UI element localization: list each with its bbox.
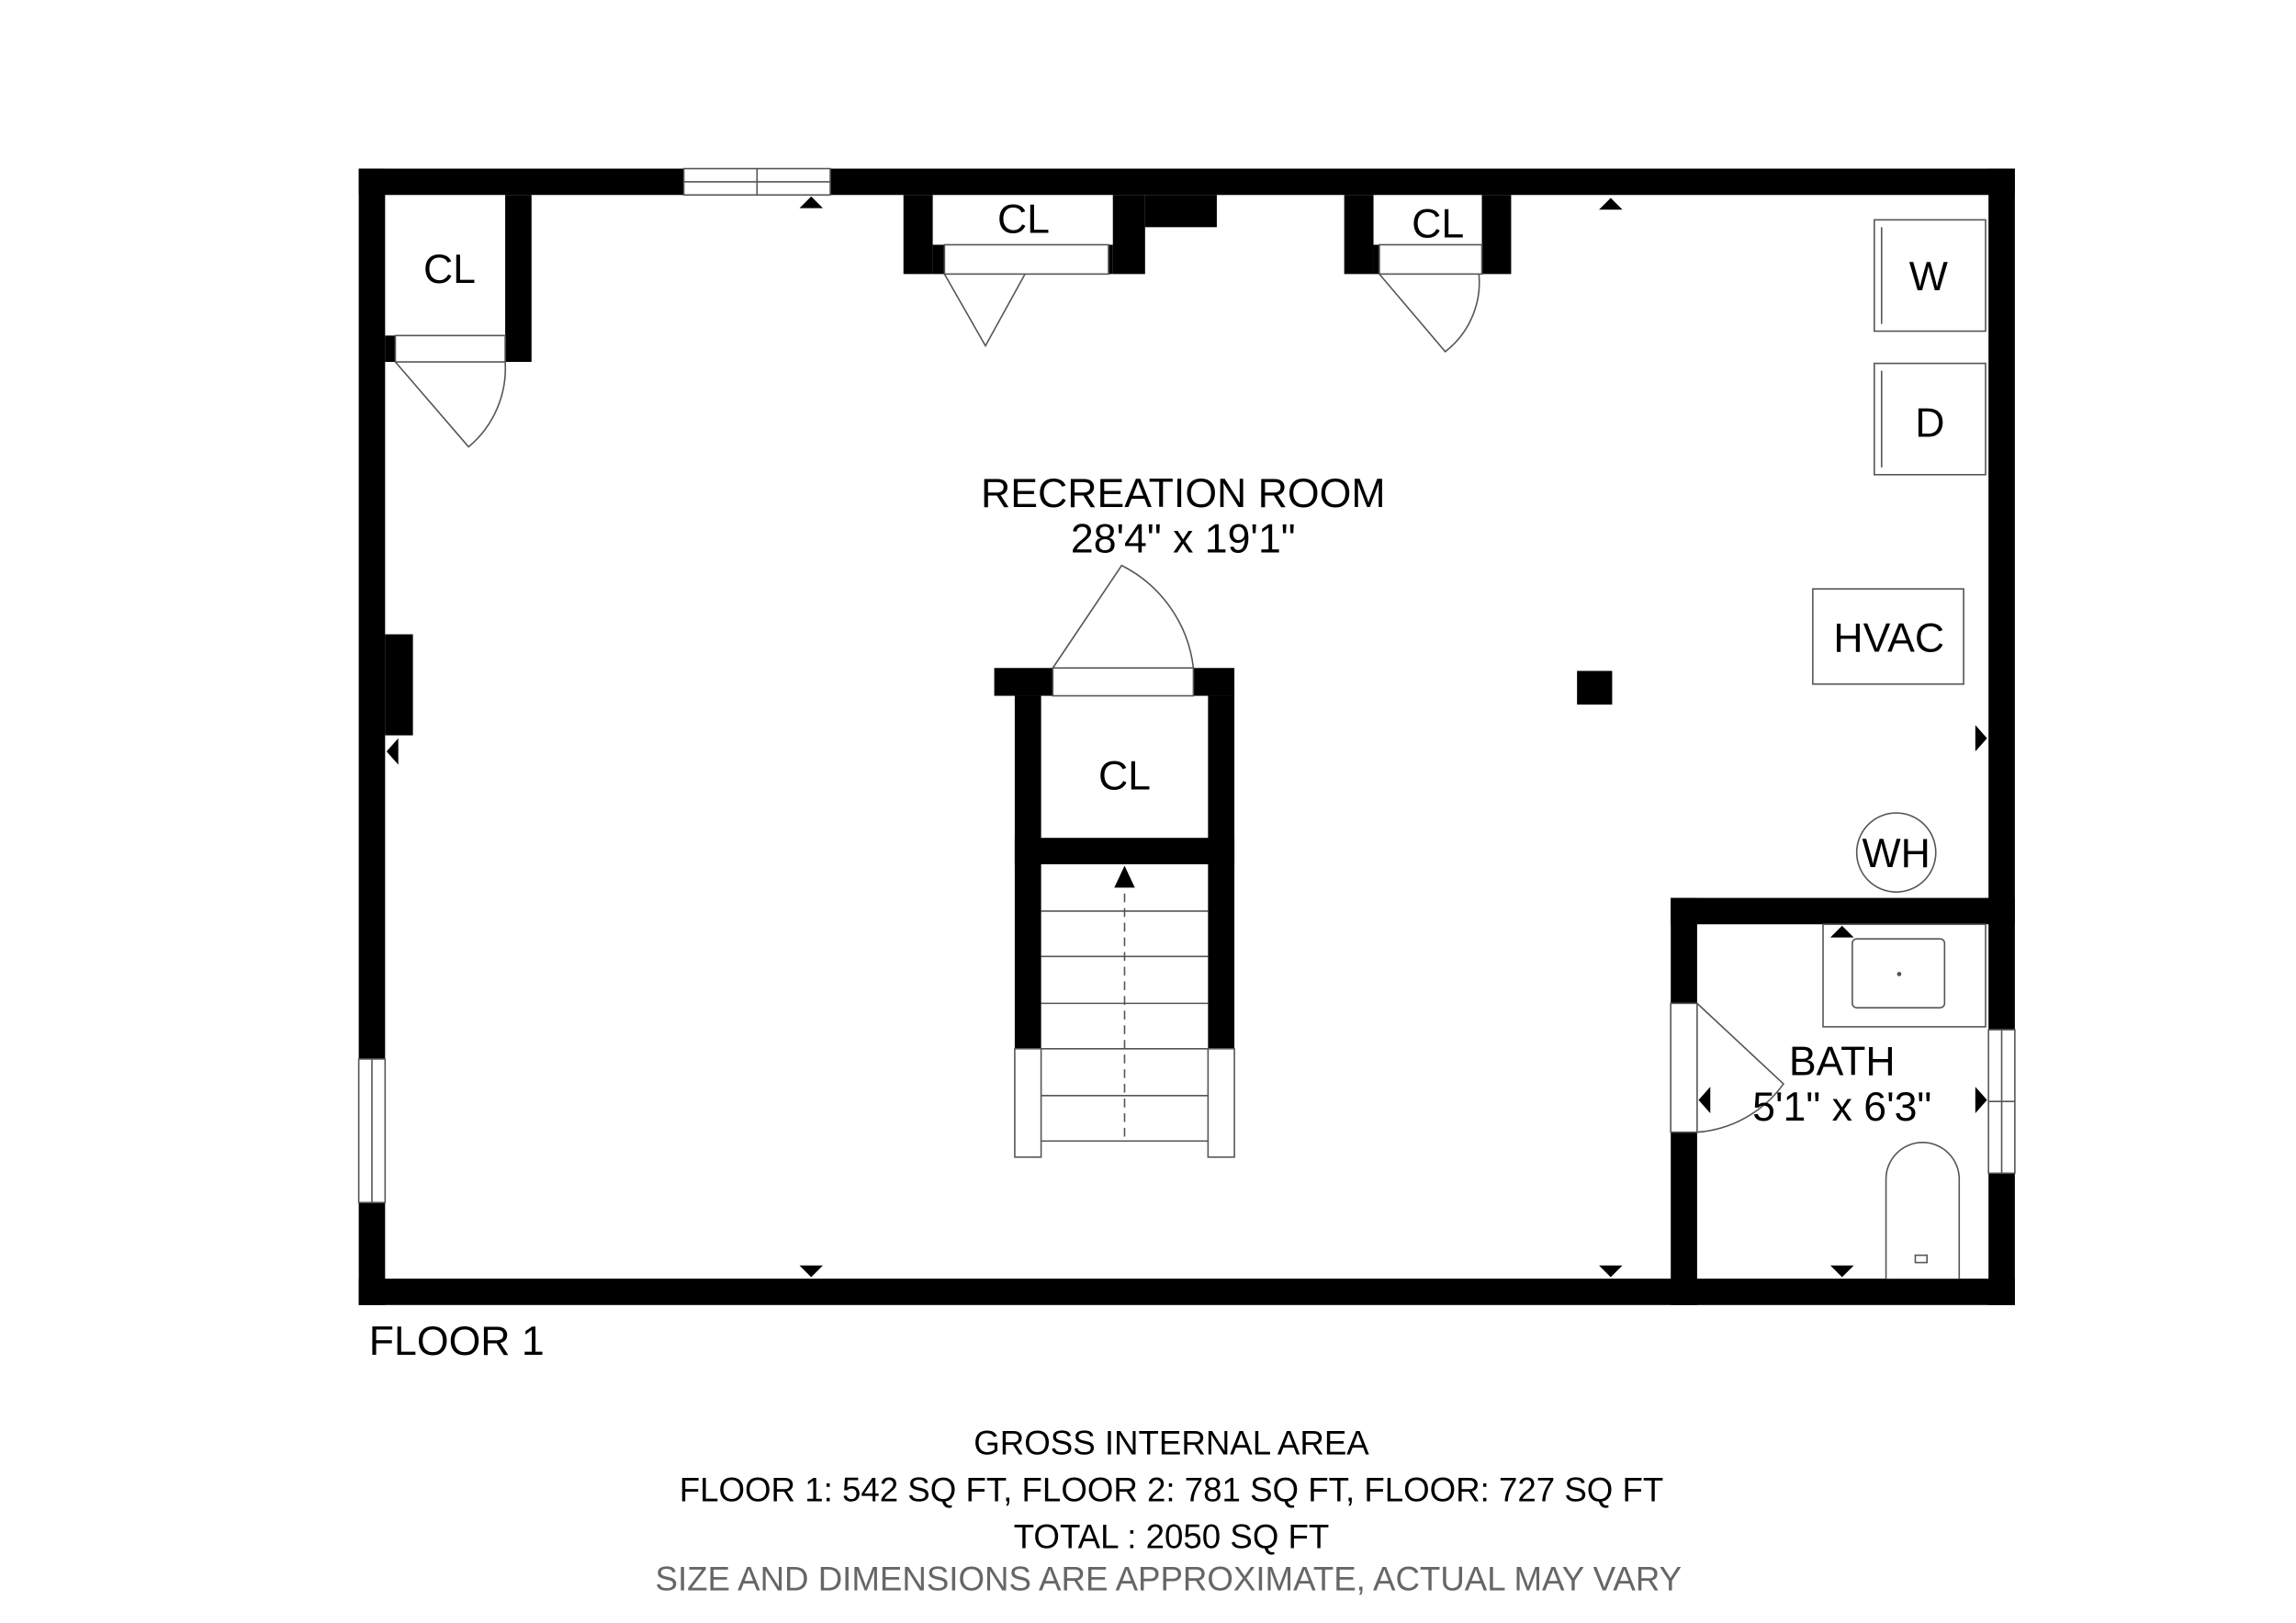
room-size: 5'1" x 6'3"	[1752, 1085, 1931, 1130]
room-name: RECREATION ROOM	[981, 471, 1385, 516]
washer-label: W	[1909, 254, 1948, 299]
dryer-label: D	[1915, 400, 1944, 445]
toilet	[1885, 1142, 1961, 1279]
water-heater-label: WH	[1863, 831, 1930, 876]
hvac-label: HVAC	[1833, 616, 1944, 661]
closet-label: CL	[1098, 754, 1151, 799]
room-name: BATH	[1789, 1039, 1896, 1084]
closet-top-middle	[903, 195, 1217, 348]
closet-label: CL	[997, 197, 1050, 242]
bath-walls	[1670, 897, 2015, 1305]
closet-top-left	[385, 195, 532, 448]
room-size: 28'4" x 19'1"	[1071, 516, 1296, 561]
sink	[1822, 923, 1986, 1028]
disclaimer: SIZE AND DIMENSIONS ARE APPROXIMATE, ACT…	[656, 1561, 1683, 1598]
stair-closet	[994, 564, 1235, 1049]
stair-up-arrow-icon	[1114, 865, 1135, 888]
column	[1577, 671, 1613, 705]
stairs[interactable]	[1014, 865, 1235, 1158]
area-breakdown: FLOOR 1: 542 SQ FT, FLOOR 2: 781 SQ FT, …	[680, 1471, 1664, 1508]
outer-walls	[358, 168, 2015, 1305]
window-left	[357, 1058, 387, 1203]
water-heater	[1855, 812, 1937, 893]
closet-label: CL	[423, 247, 476, 292]
closet-label: CL	[1412, 202, 1464, 247]
hvac-unit	[1812, 588, 1964, 685]
washer	[1874, 219, 1986, 332]
dryer	[1874, 362, 1986, 476]
floor-label: FLOOR 1	[369, 1319, 545, 1364]
area-title: GROSS INTERNAL AREA	[974, 1424, 1369, 1461]
area-total: TOTAL : 2050 SQ FT	[1014, 1517, 1330, 1555]
window-bath	[1987, 1029, 2016, 1175]
closet-top-right	[1344, 195, 1512, 353]
window-top	[682, 167, 831, 197]
wall-markers	[386, 196, 1987, 1278]
